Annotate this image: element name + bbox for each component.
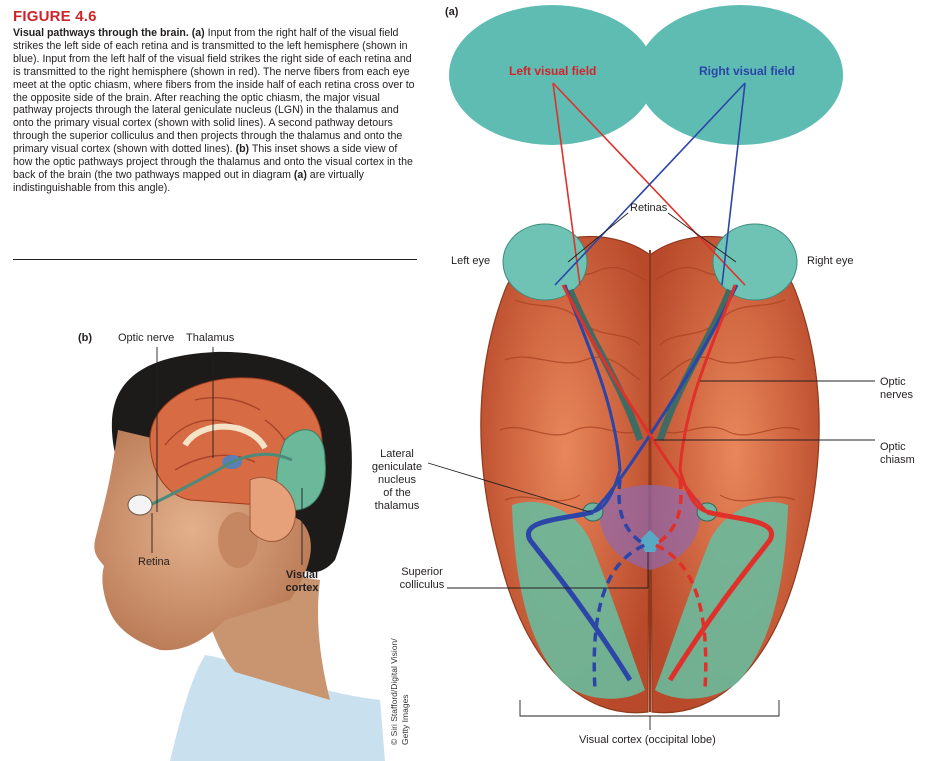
side-vc-label-line1: Visual — [285, 569, 319, 581]
left-eye — [502, 223, 588, 301]
panel-a-leaders — [427, 212, 875, 730]
left-visual-field-label: Left visual field — [509, 64, 597, 78]
red-path-colliculus — [651, 479, 708, 691]
caption-tag-a: (a) — [191, 27, 205, 39]
ray-right-field-to-left-eye — [554, 82, 746, 286]
sc-label-line1: Superior — [401, 566, 443, 578]
optic-nerve-label: Optic nerve — [118, 332, 175, 344]
caption-p1: Input from the right half of the visual … — [13, 27, 415, 156]
optic-chiasm-label: Optic chiasm — [880, 441, 915, 467]
blue-optic-radiation — [526, 509, 633, 682]
optic-nerves-label-line2: nerves — [880, 389, 914, 401]
lgn-label-line5: thalamus — [374, 500, 420, 512]
superior-colliculus-label: Superior colliculus — [395, 566, 449, 592]
pathways-dotted — [592, 479, 708, 691]
corpus-callosum — [182, 423, 268, 450]
leader-retinas-left — [567, 212, 629, 263]
right-visual-field — [637, 5, 843, 145]
caption-p2: This inset shows a side view of how the … — [13, 143, 413, 181]
figure-number: FIGURE 4.6 — [13, 8, 97, 25]
pathways-solid — [526, 284, 774, 682]
blue-path-crossing — [591, 284, 739, 514]
left-visual-field — [449, 5, 655, 145]
figure-caption: FIGURE 4.6 Visual pathways through the b… — [13, 8, 418, 195]
red-optic-radiation — [667, 509, 774, 682]
right-eye-label: Right eye — [807, 255, 854, 267]
side-vc-label-line2: cortex — [285, 582, 319, 594]
photo-credit-line1: © Siri Stafford/Digital Vision/ — [389, 638, 399, 745]
leader-retinas-right — [667, 212, 737, 263]
face — [94, 430, 311, 651]
panel-b-tag: (b) — [78, 332, 93, 344]
cerebellum — [249, 476, 296, 542]
blue-path-ipsilateral — [563, 284, 622, 514]
lgn-label-line1: Lateral — [380, 448, 414, 460]
caption-p3: are virtually indistinguishable from thi… — [13, 168, 364, 194]
shirt — [170, 655, 385, 761]
blue-path-colliculus — [592, 479, 649, 691]
side-optic-pathway — [149, 452, 293, 507]
caption-title: Visual pathways through the brain. — [13, 27, 189, 39]
ray-right-field-to-right-eye — [721, 82, 746, 286]
sc-label-line2: colliculus — [399, 579, 445, 591]
photo-credit-line2: Getty Images — [400, 694, 410, 745]
side-eye — [127, 494, 153, 516]
photo-credit: © Siri Stafford/Digital Vision/ Getty Im… — [389, 638, 411, 745]
optic-chiasm-label-line2: chiasm — [880, 454, 915, 466]
side-visual-cortex-label: Visual cortex — [280, 569, 324, 595]
right-visual-field-label: Right visual field — [699, 64, 796, 78]
retina-label: Retina — [138, 556, 170, 568]
panel-a-tag: (a) — [445, 6, 459, 18]
red-path-ipsilateral — [678, 284, 737, 514]
brain-top-view — [480, 223, 820, 714]
leader-lgn — [427, 462, 591, 513]
optic-nerves-label: Optic nerves — [880, 376, 913, 402]
superior-colliculus — [640, 530, 660, 552]
lgn-label-line3: nucleus — [378, 474, 416, 486]
caption-tag-b: (b) — [235, 143, 250, 156]
lgn-label-line2: geniculate — [371, 461, 423, 473]
visual-fields — [449, 5, 843, 145]
caption-text: Visual pathways through the brain. (a) I… — [13, 27, 418, 195]
lgn-label: Lateral geniculate nucleus of the thalam… — [368, 448, 426, 513]
visual-cortex-bracket — [519, 700, 780, 717]
optic-chiasm-label-line1: Optic — [880, 441, 906, 453]
brain-folds — [164, 397, 296, 471]
lgn-label-line4: of the — [383, 487, 411, 499]
caption-rule — [13, 259, 417, 260]
ear — [218, 512, 258, 568]
red-path-crossing — [561, 284, 709, 514]
optic-nerves-label-line1: Optic — [880, 376, 906, 388]
right-eye — [712, 223, 798, 301]
retinas-label: Retinas — [630, 202, 668, 214]
midbrain-region — [599, 485, 701, 570]
light-rays — [552, 82, 746, 286]
caption-tag-a2: (a) — [293, 168, 307, 181]
left-eye-label: Left eye — [451, 255, 491, 267]
side-view-head — [94, 347, 385, 761]
visual-cortex-label: Visual cortex (occipital lobe) — [579, 734, 716, 746]
thalamus-label: Thalamus — [186, 332, 235, 344]
ray-left-field-to-left-eye — [552, 82, 581, 286]
